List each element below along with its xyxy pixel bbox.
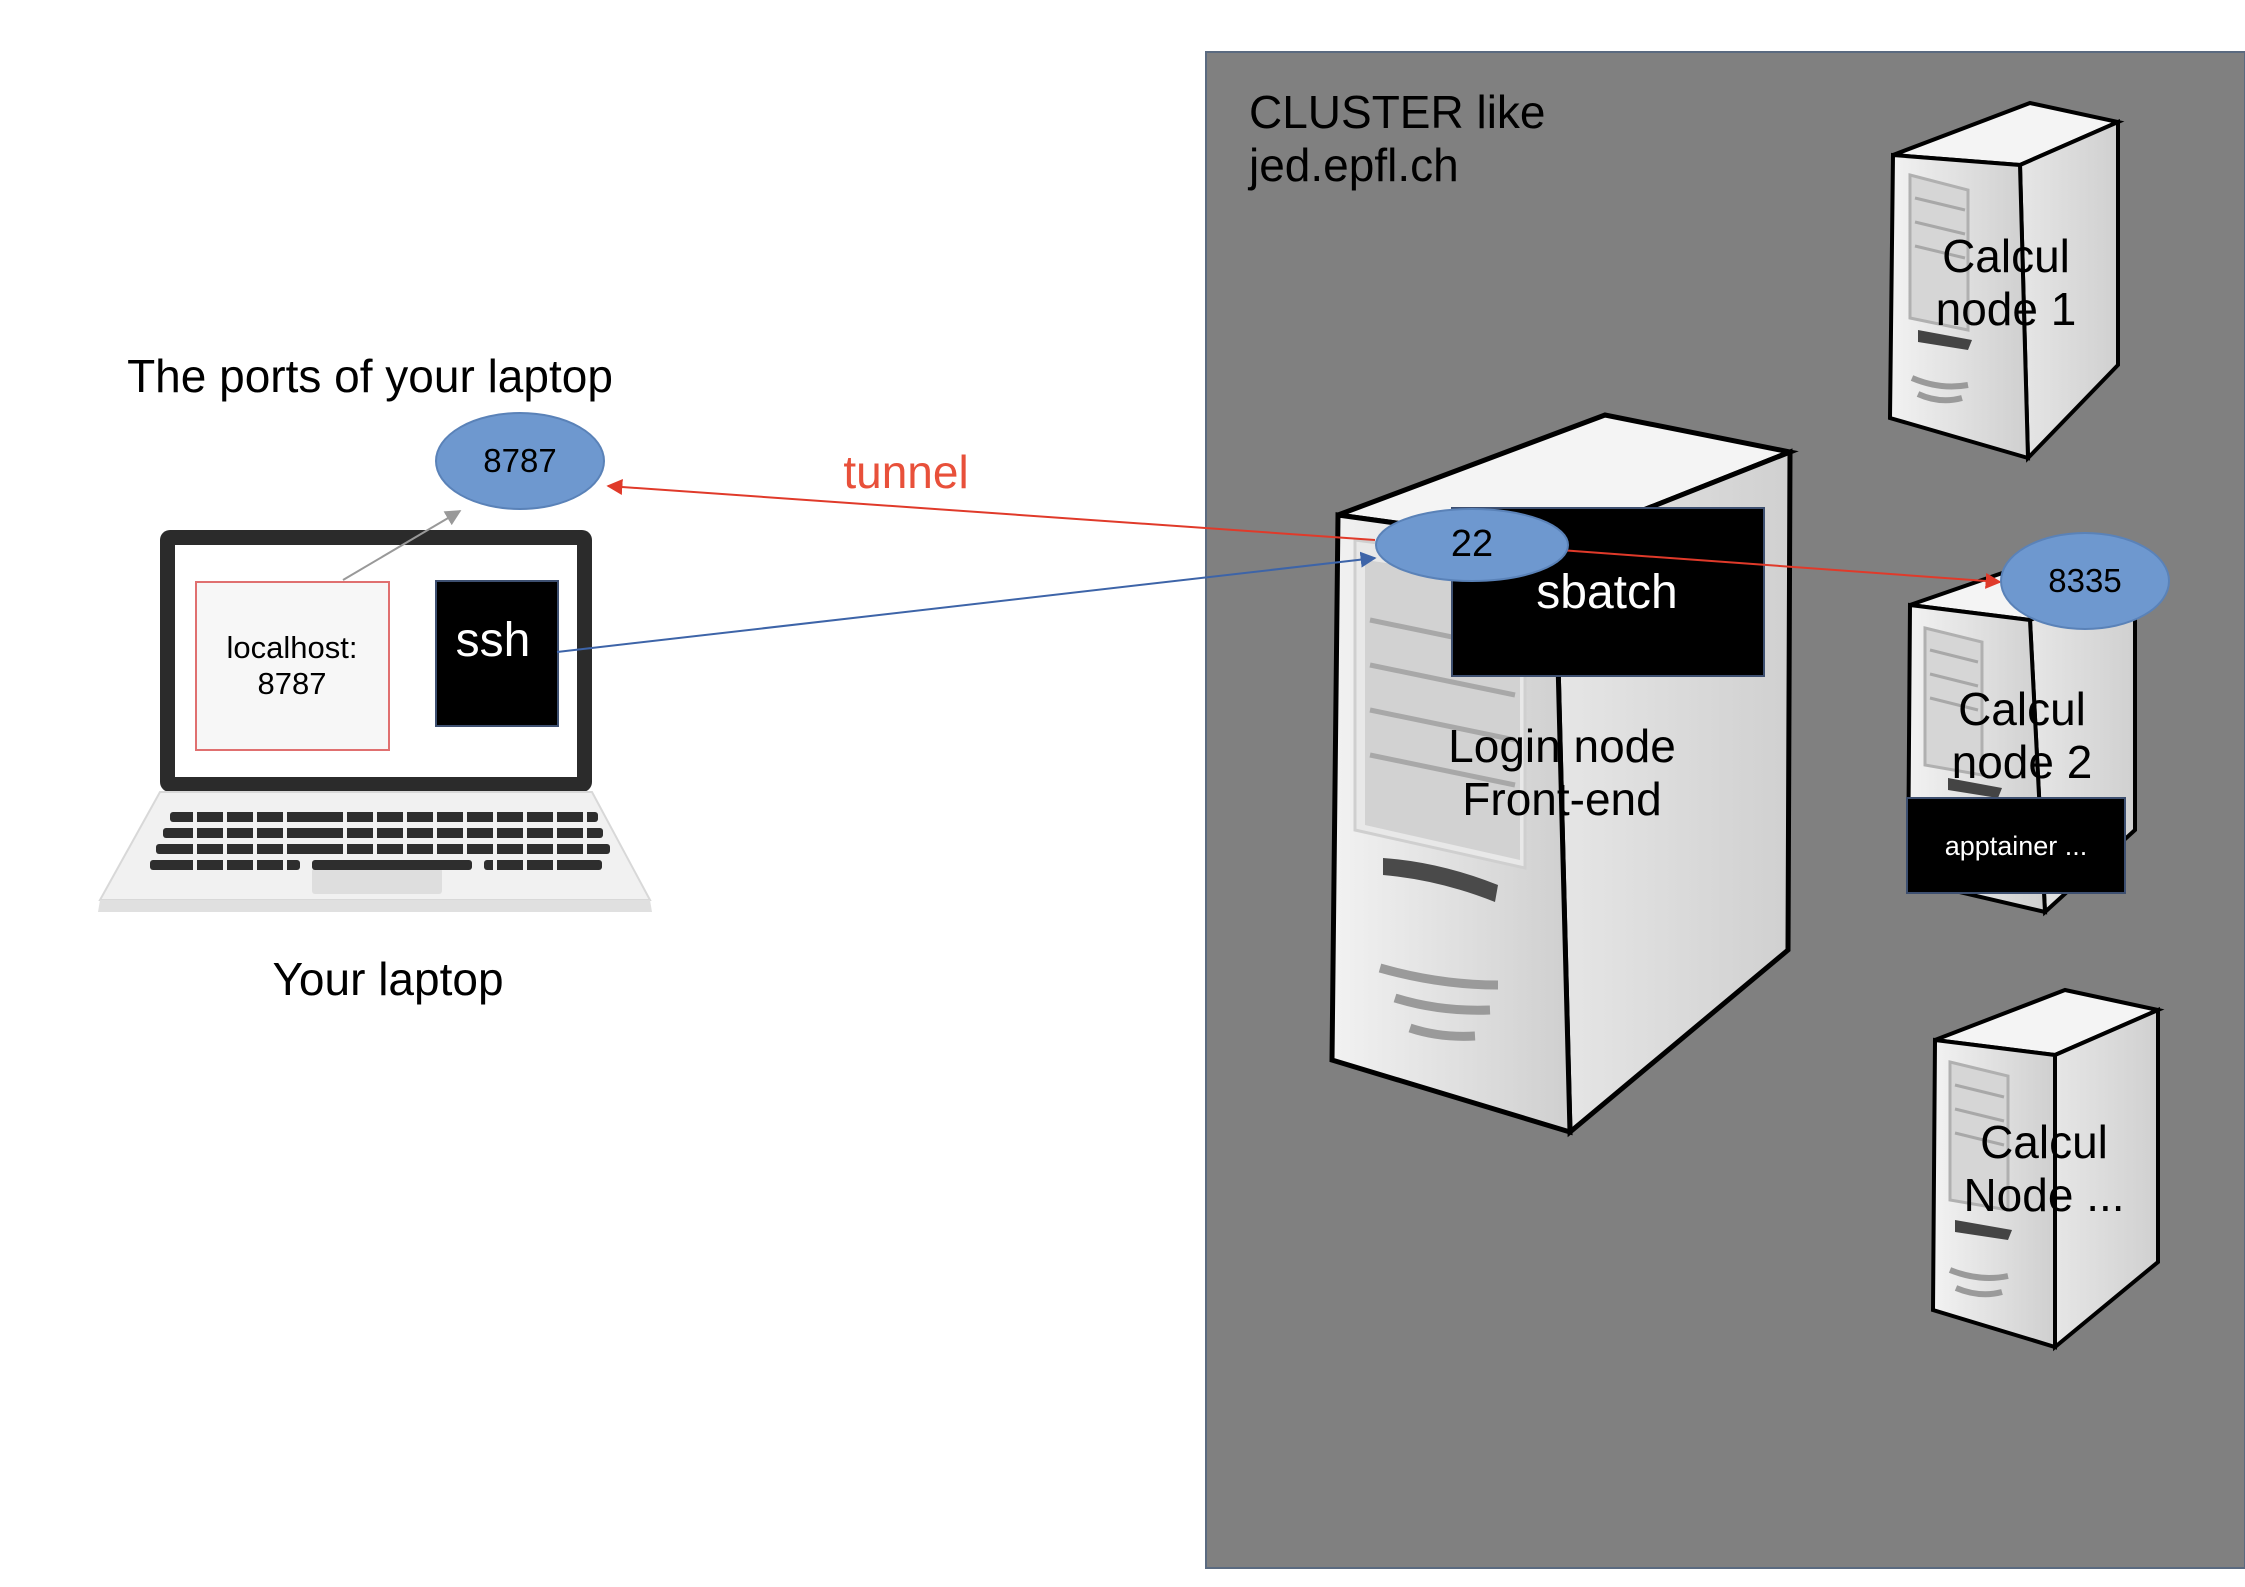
localhost-label-line1: localhost: [227, 630, 358, 665]
login-node-port-label: 22 [1451, 523, 1493, 565]
login-node-port-22 [1375, 508, 1569, 582]
laptop-port-8787 [435, 412, 605, 510]
ssh-terminal-box [435, 580, 559, 727]
apptainer-label: apptainer ... [1945, 831, 2088, 861]
calcul-node-1-server-icon [1887, 100, 2125, 463]
calcul-node-n-label-line2: Node ... [1963, 1169, 2124, 1221]
apptainer-box [1906, 797, 2126, 894]
sbatch-label: sbatch [1536, 566, 1677, 619]
ssh-connection-arrow [556, 551, 1377, 653]
calcul-node-2-port-8335 [2000, 532, 2170, 630]
ssh-label: ssh [456, 614, 531, 667]
calcul-node-n-label-line1: Calcul [1980, 1116, 2108, 1168]
calcul-node-2-label-line2: node 2 [1952, 736, 2093, 788]
login-node-label-line1: Login node [1448, 720, 1676, 772]
calcul-node-n-server-icon [1930, 987, 2165, 1352]
localhost-label-line2: 8787 [258, 666, 327, 701]
cluster-title-line2: jed.epfl.ch [1247, 139, 1459, 191]
localhost-browser-box [195, 581, 390, 751]
tunnel-arrow-to-laptop [606, 479, 1376, 541]
localhost-to-port-arrow [342, 510, 462, 581]
calcul-node-2-port-label: 8335 [2048, 562, 2121, 599]
tunnel-label: tunnel [843, 446, 968, 498]
calcul-node-1-label-line1: Calcul [1942, 230, 2070, 282]
cluster-title-line1: CLUSTER like [1249, 86, 1546, 138]
calcul-node-1-label-line2: node 1 [1936, 283, 2077, 335]
login-node-label-line2: Front-end [1462, 773, 1661, 825]
laptop-port-label: 8787 [483, 442, 556, 479]
laptop-caption: Your laptop [272, 953, 503, 1005]
tunnel-arrow-to-node [1559, 549, 2002, 589]
calcul-node-2-label-line1: Calcul [1958, 683, 2086, 735]
laptop-ports-caption: The ports of your laptop [127, 350, 613, 402]
